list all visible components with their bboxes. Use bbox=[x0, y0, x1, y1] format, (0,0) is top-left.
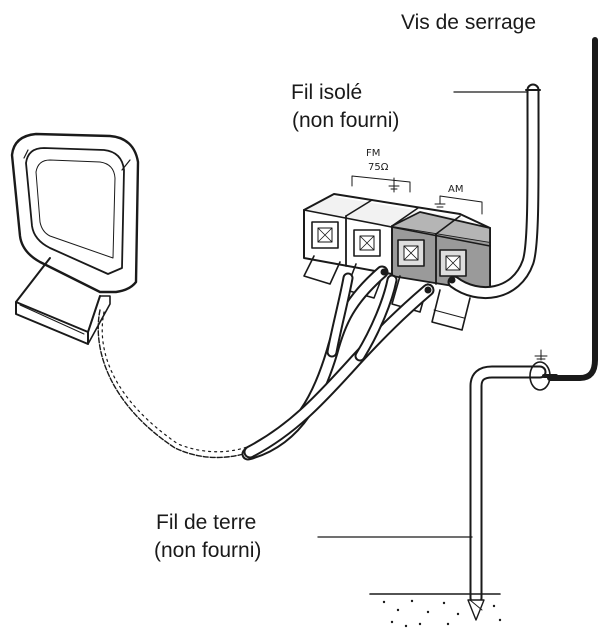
am-terminal-clip bbox=[431, 249, 471, 331]
ground-symbol-icon bbox=[388, 177, 548, 361]
soil-dots bbox=[382, 599, 502, 628]
ground-wire bbox=[469, 361, 558, 605]
am-loop-antenna-icon bbox=[10, 132, 140, 345]
fm-ground-terminal-clip bbox=[345, 229, 385, 299]
ground-wire-label: Fil de terre bbox=[156, 511, 257, 534]
insulated-wire-note: (non fourni) bbox=[292, 109, 400, 132]
clamp-screw-label: Vis de serrage bbox=[401, 11, 537, 34]
am-terminal-label: AM bbox=[448, 184, 464, 195]
earth-ground-icon bbox=[369, 593, 501, 621]
antenna-terminal-block bbox=[303, 193, 491, 331]
fm-terminal-label: FM bbox=[366, 148, 381, 159]
metal-pipe bbox=[547, 37, 598, 381]
fm-terminal-clip bbox=[303, 221, 341, 285]
fm-bracket bbox=[351, 175, 411, 193]
antenna-twisted-lead bbox=[97, 309, 251, 459]
insulated-wire bbox=[447, 83, 541, 300]
insulated-wire-label: Fil isolé bbox=[291, 81, 363, 104]
fm-impedance-label: 75Ω bbox=[368, 162, 389, 173]
leader-lines bbox=[317, 91, 529, 538]
ground-wire-note: (non fourni) bbox=[154, 539, 262, 562]
antenna-lead-wires bbox=[241, 265, 435, 461]
